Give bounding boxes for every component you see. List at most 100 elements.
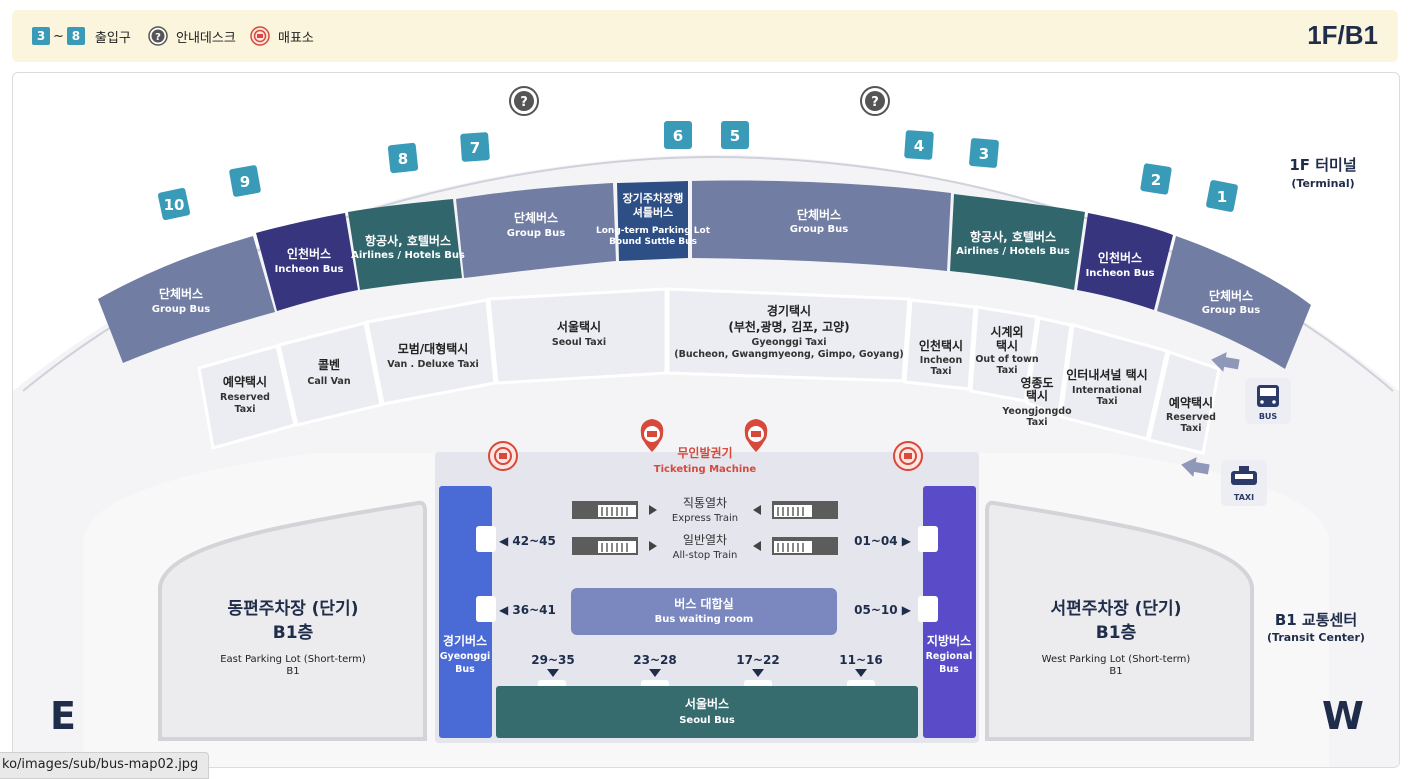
bus-zone-airline-2[interactable] xyxy=(950,194,1085,290)
gate-10[interactable]: 10 xyxy=(157,187,191,221)
bus-zone-shuttle[interactable] xyxy=(617,181,688,261)
bus-zone-incheon-2[interactable] xyxy=(1077,213,1173,310)
transit-label-ko: B1 교통센터 xyxy=(1275,611,1357,629)
gate-tilde: ~ xyxy=(53,28,64,44)
taxi-zone-gyeonggi[interactable] xyxy=(666,287,911,383)
west-letter: W xyxy=(1322,694,1364,738)
gate-9[interactable]: 9 xyxy=(229,165,261,197)
gate-number: 6 xyxy=(673,127,683,145)
taxi-zone-seoul[interactable] xyxy=(487,287,668,385)
express-train-ko: 직통열차 xyxy=(683,496,727,510)
allstop-train[interactable]: 일반열차 All-stop Train xyxy=(572,533,838,561)
taxi-zone-yeongjongdo[interactable] xyxy=(1025,316,1073,418)
taxi-label-en: (Bucheon, Gwangmyeong, Gimpo, Goyang) xyxy=(674,349,904,360)
bus-zone-label-en: Group Bus xyxy=(152,304,211,315)
info-desk-1[interactable]: ? xyxy=(509,86,539,116)
bus-zone-label-ko: 단체버스 xyxy=(1209,288,1253,303)
gate-4[interactable]: 4 xyxy=(904,130,934,160)
taxi-label-ko: 콜벤 xyxy=(318,357,340,372)
taxi-zone-call-van[interactable] xyxy=(277,321,383,427)
ticket-target-icon xyxy=(494,447,512,465)
gate-range-right-top: 01~04 ▶ xyxy=(854,534,912,548)
gate-legend-label: 출입구 xyxy=(94,30,131,46)
bus-zone-incheon-1[interactable] xyxy=(256,213,358,311)
gate-number: 8 xyxy=(398,150,408,168)
taxi-label-ko: 경기택시 xyxy=(767,303,811,318)
transit-label-en: (Transit Center) xyxy=(1267,631,1365,644)
bus-icon[interactable]: BUS xyxy=(1245,378,1291,424)
ticketing-pin-1[interactable] xyxy=(640,419,664,452)
gate-8[interactable]: 8 xyxy=(387,142,419,174)
taxi-zone-reserved-1[interactable] xyxy=(197,344,297,450)
ticket-legend-label: 매표소 xyxy=(278,30,314,46)
ticket-legend: 매표소 xyxy=(250,26,314,46)
bus-zone-group-3[interactable] xyxy=(692,180,951,272)
ticket-office-right[interactable] xyxy=(893,441,923,471)
info-desk-symbol: ? xyxy=(871,95,879,110)
taxi-label-en: Out of town xyxy=(975,354,1038,365)
west-parking-lot[interactable]: 서편주차장 (단기) B1층 West Parking Lot (Short-t… xyxy=(985,500,1254,741)
gate-number: 1 xyxy=(1217,188,1227,206)
bus-zone-label-en: Long-term Parking Lot xyxy=(596,226,711,236)
taxi-zone-international[interactable] xyxy=(1059,323,1169,441)
gate-6[interactable]: 6 xyxy=(664,121,692,149)
east-lot-en: B1 xyxy=(286,666,299,677)
stop-markers xyxy=(547,669,867,677)
gate-to-box: 8 xyxy=(66,27,85,45)
allstop-train-ko: 일반열차 xyxy=(683,533,727,547)
east-parking-lot[interactable]: 동편주차장 (단기) B1층 East Parking Lot (Short-t… xyxy=(158,500,427,741)
gate-markers: 10 9 8 7 6 5 4 3 2 1 xyxy=(157,121,1238,221)
gate-number: 9 xyxy=(240,173,250,191)
gate-legend: 3 ~ 8 출입구 xyxy=(32,26,131,46)
stop-tabs xyxy=(476,526,938,622)
taxi-zone-deluxe[interactable] xyxy=(365,298,497,406)
taxi-label-en: Taxi xyxy=(1026,417,1047,428)
info-desk-2[interactable]: ? xyxy=(860,86,890,116)
gyeonggi-label-ko: 경기버스 xyxy=(443,633,487,648)
east-lot-ko: 동편주차장 (단기) xyxy=(228,599,359,619)
bus-zone-group-4[interactable] xyxy=(1157,236,1311,369)
terminal-label-en: (Terminal) xyxy=(1291,177,1354,190)
gate-range-left-top: ◀ 42~45 xyxy=(499,534,556,548)
bus-zone-airline-1[interactable] xyxy=(348,199,462,290)
ticketing-pin-2[interactable] xyxy=(744,419,768,452)
bus-zone-label-ko: 셔틀버스 xyxy=(633,205,673,219)
ticketing-label-ko: 무인발권기 xyxy=(677,445,732,460)
taxi-zones xyxy=(197,287,1221,455)
seoul-bus-zone[interactable]: 서울버스 Seoul Bus xyxy=(496,686,918,738)
arrow-right-icon xyxy=(753,505,761,515)
gate-1[interactable]: 1 xyxy=(1206,180,1239,213)
bus-zone-label-ko: 인천버스 xyxy=(1098,250,1142,265)
bus-waiting-room[interactable]: 버스 대합실 Bus waiting room xyxy=(571,588,837,635)
gate-2[interactable]: 2 xyxy=(1140,163,1172,195)
taxi-zone-incheon[interactable] xyxy=(903,298,977,391)
taxi-label-en: Reserved xyxy=(220,392,270,403)
gate-from-box: 3 xyxy=(32,27,50,45)
bus-zone-label-en: Group Bus xyxy=(507,228,566,239)
bus-zone-group-1[interactable] xyxy=(98,236,275,363)
taxi-label-en: Taxi xyxy=(1096,396,1117,407)
terminal-label-ko: 1F 터미널 xyxy=(1289,156,1356,174)
gate-7[interactable]: 7 xyxy=(460,132,490,162)
gate-range-bottom: 11~16 xyxy=(839,653,882,667)
bus-zone-group-2[interactable] xyxy=(456,183,616,278)
express-train-en: Express Train xyxy=(672,513,738,524)
taxi-zone-out-of-town[interactable] xyxy=(969,305,1039,403)
bus-zone-label-ko: 항공사, 호텔버스 xyxy=(365,233,451,248)
gate-5[interactable]: 5 xyxy=(721,121,749,149)
taxi-label-ko: 예약택시 xyxy=(1169,395,1213,410)
taxi-label-ko: 택시 xyxy=(996,338,1018,353)
bus-zone-labels: 단체버스 Group Bus 인천버스 Incheon Bus 항공사, 호텔버… xyxy=(152,191,1261,316)
seoul-bus-ko: 서울버스 xyxy=(685,696,729,711)
gate-3[interactable]: 3 xyxy=(969,138,999,168)
east-lot-en: East Parking Lot (Short-term) xyxy=(220,654,366,665)
taxi-label-en: Yeongjongdo xyxy=(1001,406,1072,417)
ticket-office-left[interactable] xyxy=(488,441,518,471)
taxi-label-en: International xyxy=(1072,385,1142,396)
express-train[interactable]: 직통열차 Express Train xyxy=(572,496,838,524)
taxi-icon[interactable]: TAXI xyxy=(1221,460,1267,506)
taxi-label-en: Van . Deluxe Taxi xyxy=(387,359,479,370)
taxi-zone-reserved-2[interactable] xyxy=(1147,350,1221,455)
arrow-left-icon xyxy=(1181,457,1210,477)
bus-zone-label-en: Group Bus xyxy=(790,224,849,235)
